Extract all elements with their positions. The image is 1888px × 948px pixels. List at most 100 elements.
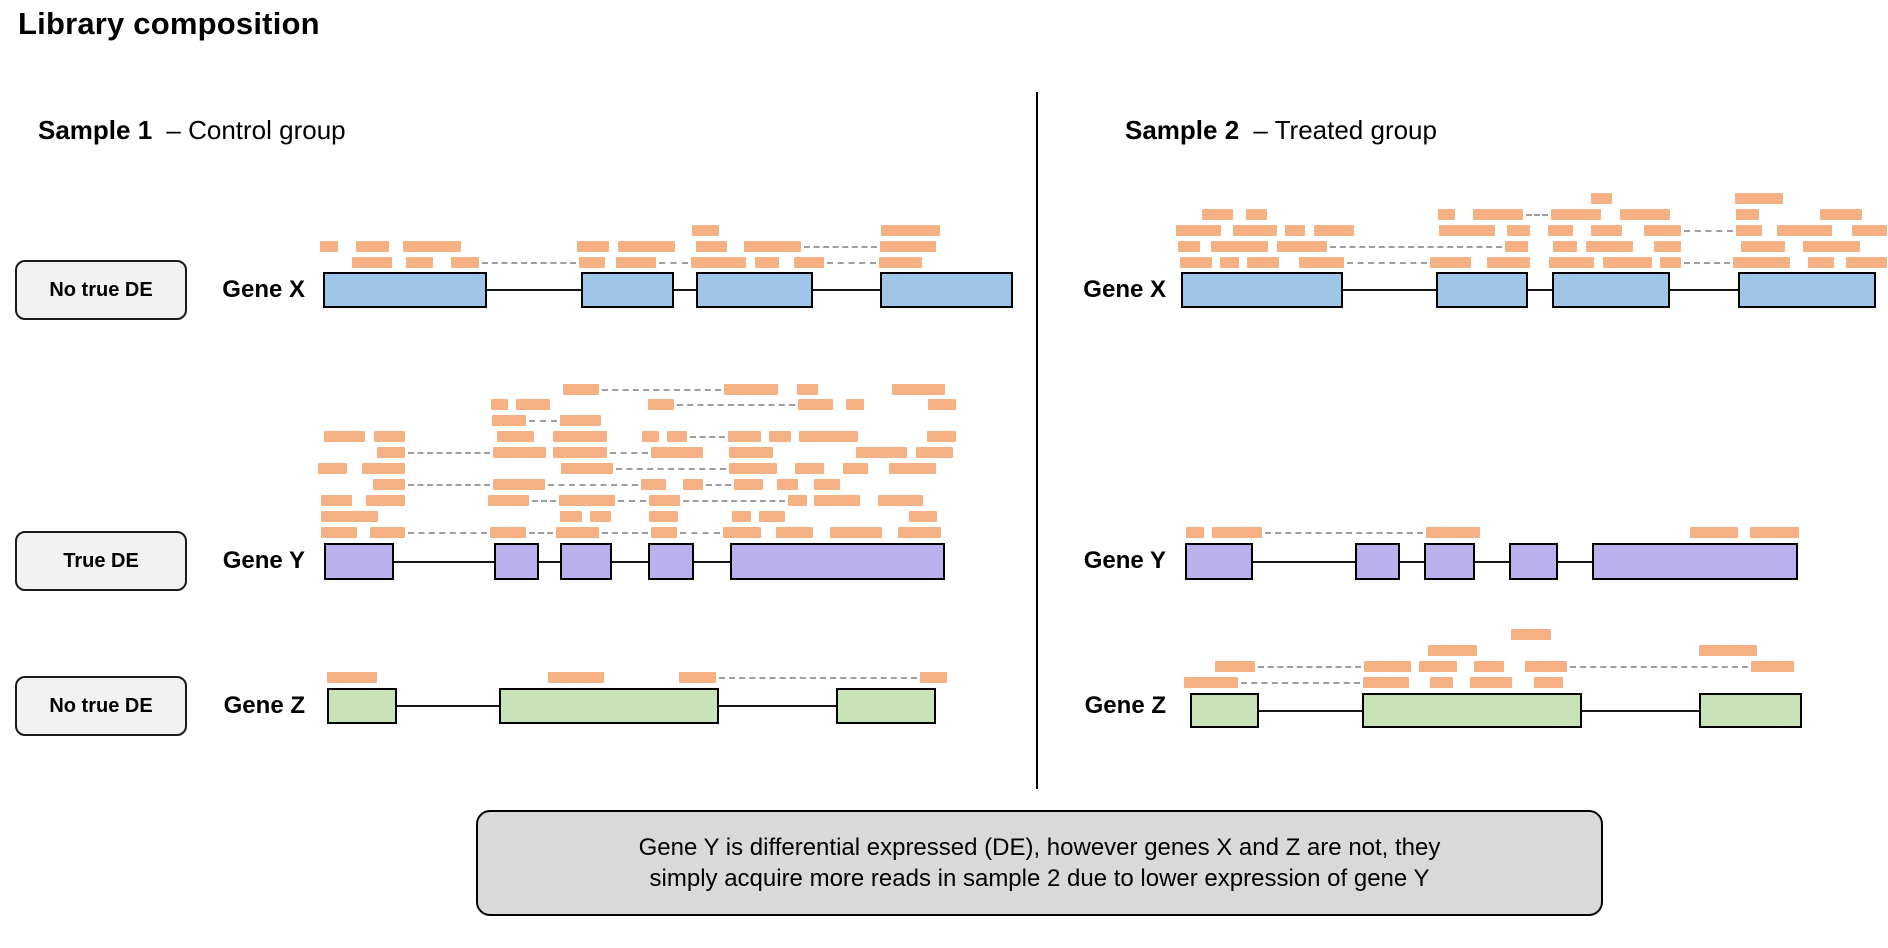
exon-sample2-gene-y-2 — [1355, 543, 1400, 580]
read — [1660, 257, 1681, 268]
read — [556, 527, 600, 538]
read — [1201, 209, 1234, 220]
exon-sample2-gene-x-1 — [1181, 272, 1343, 308]
read — [1620, 209, 1670, 220]
read — [352, 257, 392, 268]
read — [754, 257, 779, 268]
read — [618, 241, 675, 252]
read — [1177, 241, 1201, 252]
read — [1425, 527, 1481, 538]
read — [548, 672, 605, 683]
read — [879, 241, 937, 252]
read — [916, 447, 953, 458]
gene-label-s1-z: Gene Z — [223, 692, 305, 719]
read — [1590, 193, 1613, 204]
read — [576, 241, 610, 252]
read — [1699, 645, 1758, 656]
read — [492, 447, 546, 458]
read — [798, 431, 859, 442]
splice-connector — [659, 261, 688, 264]
read — [728, 463, 778, 474]
exon-sample1-gene-x-1 — [323, 272, 487, 308]
sample1-group: – Control group — [166, 115, 346, 145]
read — [1690, 527, 1738, 538]
gene-label-s2-z: Gene Z — [1084, 692, 1166, 719]
splice-connector — [408, 531, 488, 534]
read — [1643, 225, 1681, 236]
read — [1232, 225, 1277, 236]
read — [405, 257, 434, 268]
read — [1429, 257, 1472, 268]
read — [1585, 241, 1633, 252]
read — [679, 672, 717, 683]
exon-sample2-gene-y-5 — [1592, 543, 1798, 580]
exon-sample1-gene-y-4 — [648, 543, 694, 580]
exon-sample1-gene-y-5 — [730, 543, 945, 580]
read — [650, 527, 677, 538]
read — [733, 479, 764, 490]
read — [563, 384, 599, 395]
read — [650, 447, 703, 458]
exon-sample1-gene-z-3 — [836, 688, 936, 724]
read — [1430, 677, 1453, 688]
splice-connector — [1265, 531, 1423, 534]
read — [909, 511, 937, 522]
read — [690, 257, 746, 268]
read — [1551, 209, 1602, 220]
read — [1212, 527, 1263, 538]
splice-connector — [1347, 261, 1427, 264]
read — [365, 495, 405, 506]
read — [1184, 677, 1238, 688]
read — [691, 225, 719, 236]
splice-connector — [677, 403, 796, 406]
exon-sample1-gene-x-2 — [581, 272, 674, 308]
splice-connector — [601, 388, 722, 391]
read — [722, 527, 761, 538]
read — [776, 479, 799, 490]
exon-sample1-gene-x-4 — [880, 272, 1013, 308]
read — [450, 257, 480, 268]
read — [1364, 661, 1412, 672]
splice-connector — [683, 499, 785, 502]
read — [1215, 661, 1255, 672]
read — [888, 463, 936, 474]
exon-sample2-gene-z-3 — [1699, 693, 1802, 728]
de-status-badge-gene-z: No true DE — [15, 676, 187, 736]
page-title: Library composition — [18, 6, 320, 41]
read — [496, 431, 534, 442]
splice-connector — [615, 467, 726, 470]
read — [1176, 225, 1222, 236]
read — [1470, 677, 1513, 688]
read — [1437, 209, 1456, 220]
read — [728, 447, 774, 458]
read — [898, 527, 941, 538]
read — [1246, 257, 1280, 268]
intron-line-sample2-gene-x — [1181, 289, 1876, 291]
read — [493, 479, 545, 490]
de-status-badge-gene-x: No true DE — [15, 260, 187, 320]
read — [1419, 661, 1458, 672]
read — [1820, 209, 1862, 220]
read — [880, 225, 941, 236]
read — [490, 399, 509, 410]
gene-label-s2-y: Gene Y — [1083, 547, 1166, 574]
read — [768, 431, 791, 442]
read — [1548, 225, 1573, 236]
read — [487, 495, 529, 506]
read — [927, 431, 956, 442]
gene-label-s1-x: Gene X — [222, 276, 305, 303]
read — [878, 257, 923, 268]
read — [1179, 257, 1213, 268]
read — [1803, 241, 1860, 252]
read — [641, 431, 660, 442]
splice-connector — [719, 676, 917, 679]
read — [845, 399, 865, 410]
exon-sample1-gene-z-1 — [327, 688, 397, 724]
splice-connector — [408, 451, 490, 454]
splice-connector — [679, 531, 720, 534]
read — [590, 511, 612, 522]
read — [919, 672, 947, 683]
read — [1777, 225, 1832, 236]
read — [1740, 241, 1786, 252]
